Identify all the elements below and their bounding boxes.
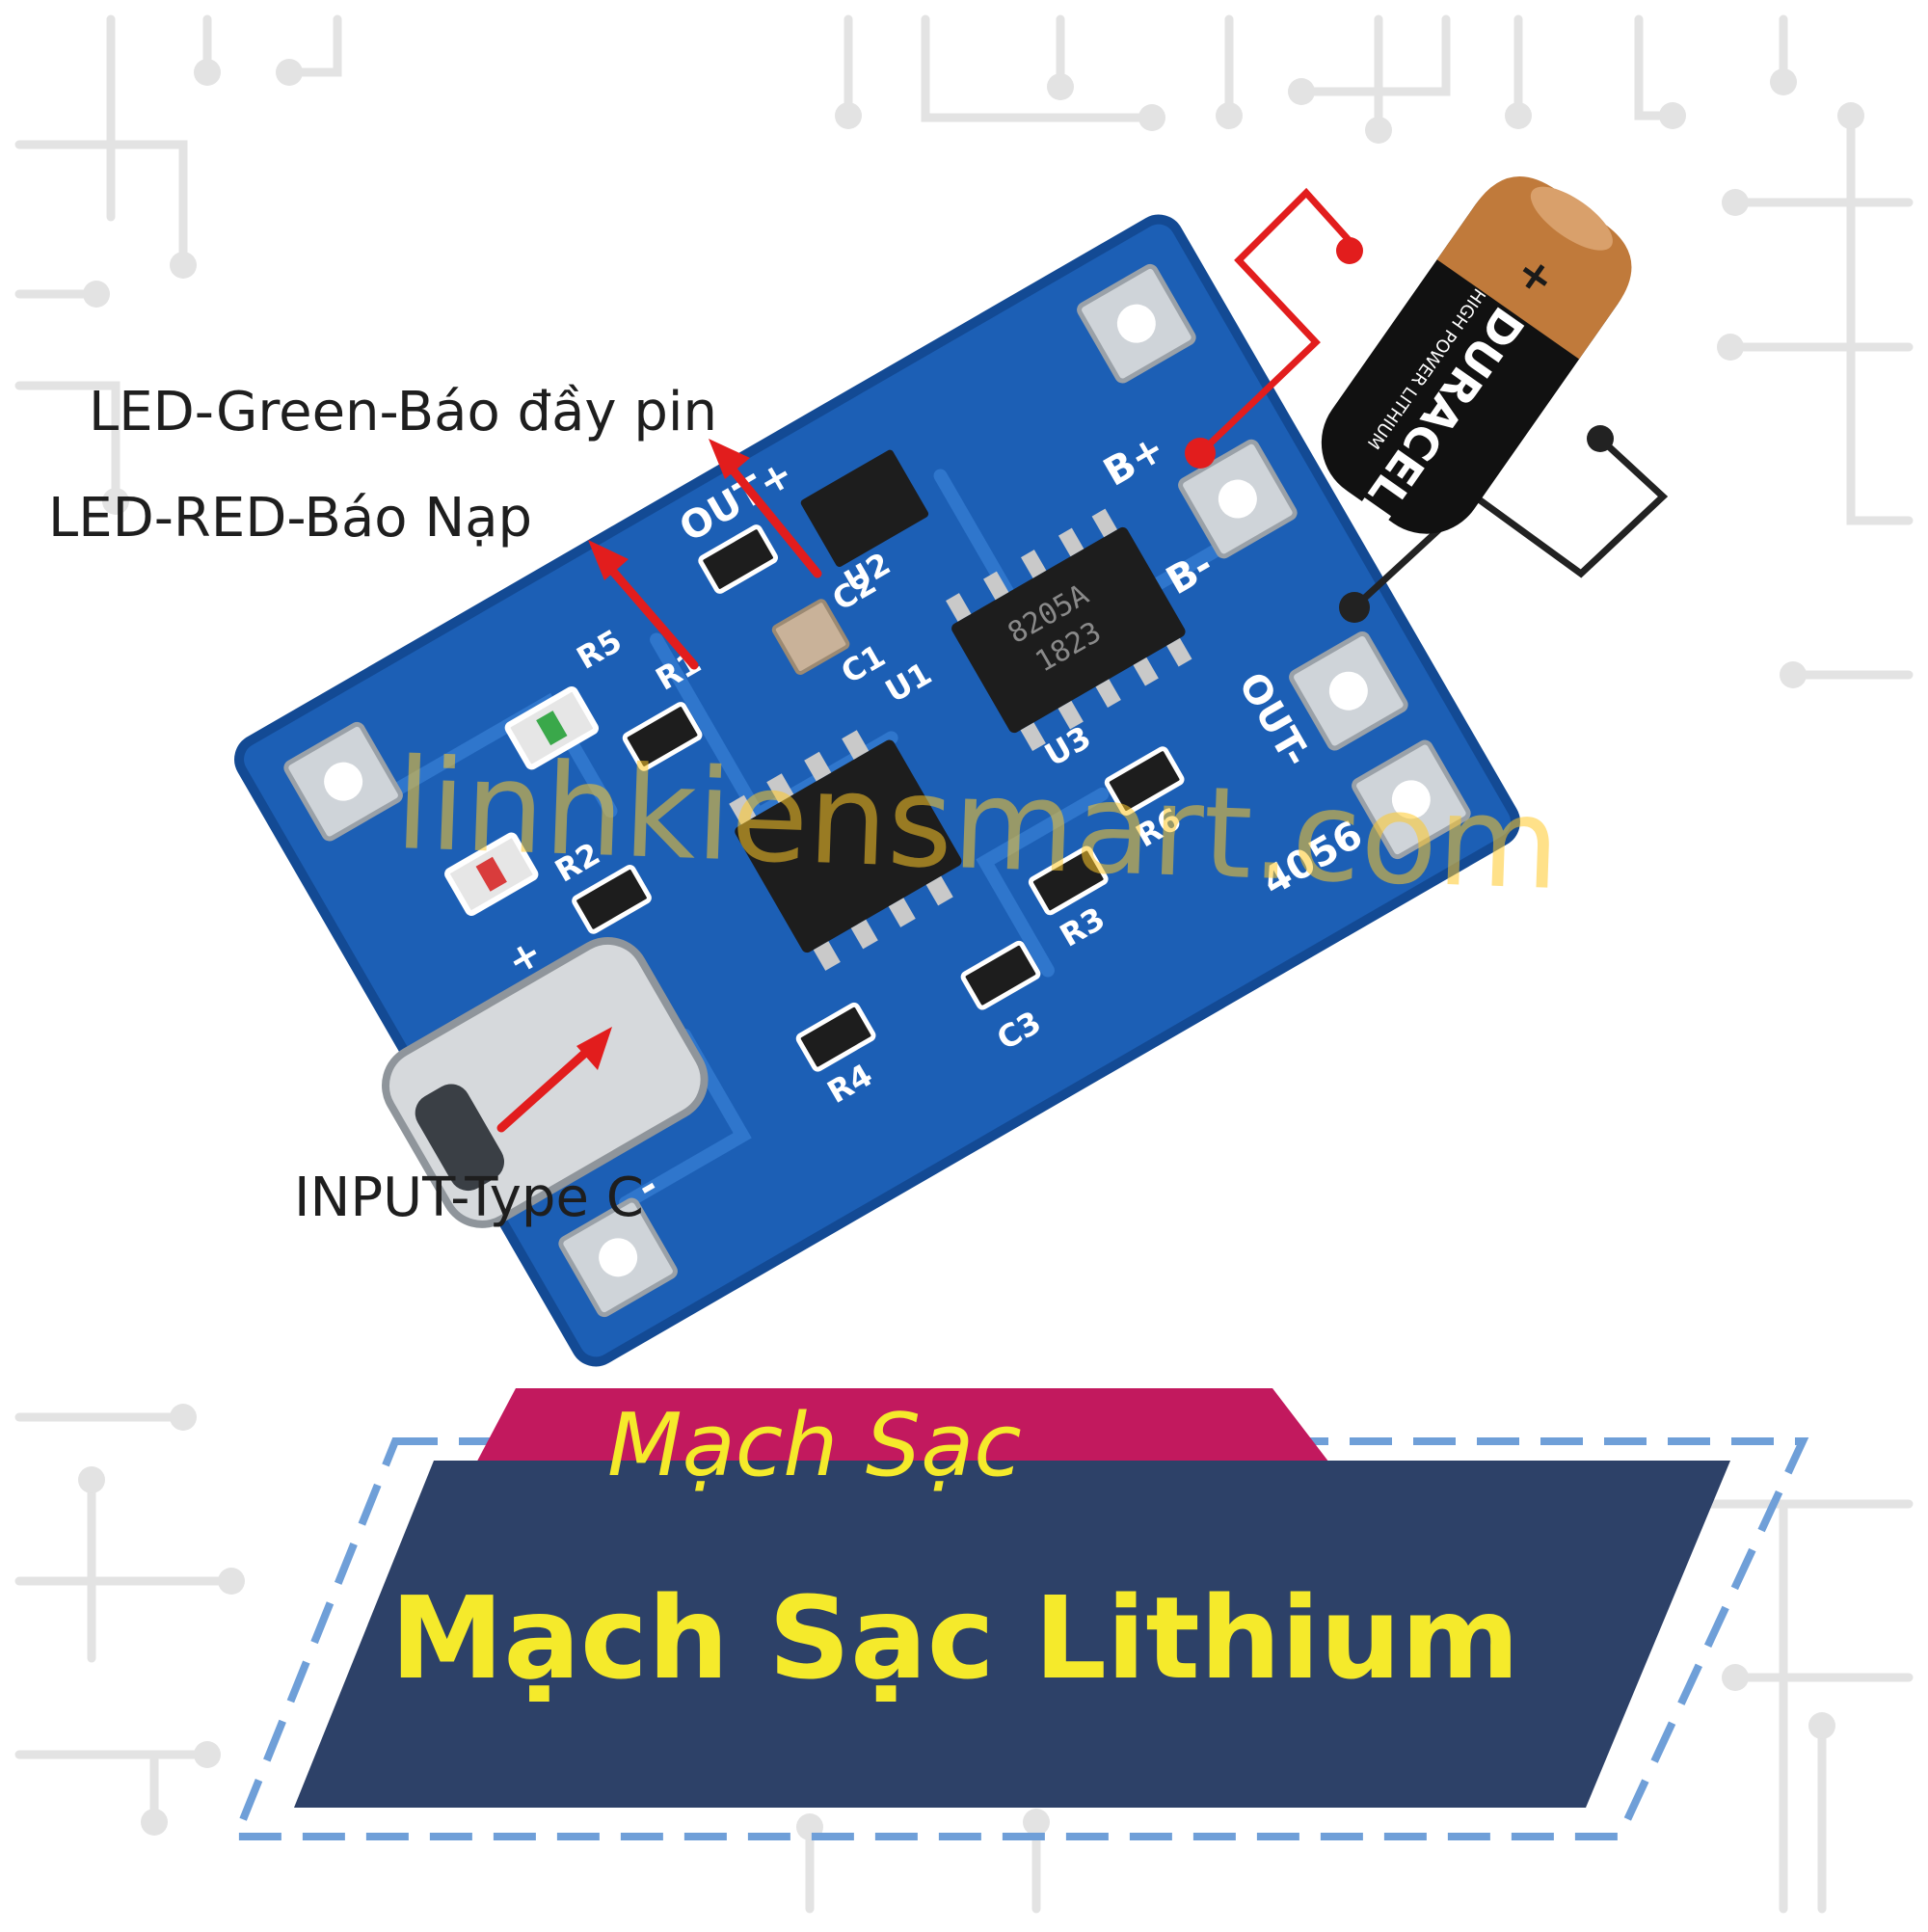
protection-ic-pins <box>946 508 1192 751</box>
watermark: linhkiensmart.com <box>392 730 1563 919</box>
negative-terminal-dot <box>1339 592 1370 623</box>
led-green-die <box>536 711 568 746</box>
battery-negative-dot <box>1587 425 1614 452</box>
arrow-led-green <box>718 453 822 578</box>
banner-subtitle: Mạch Sạc <box>607 1395 1022 1496</box>
battery-wires <box>1197 187 1669 610</box>
battery: + DURACELL HIGH POWER LITHIUM <box>1321 176 1632 541</box>
banner-navy-panel <box>294 1461 1730 1808</box>
small-ic <box>800 449 929 568</box>
arrow-input <box>496 1041 598 1133</box>
charger-ic <box>735 739 962 953</box>
battery-top <box>1530 186 1613 251</box>
banner-magenta-tab <box>472 1388 1335 1470</box>
pad-holes <box>324 304 1431 1277</box>
arrowhead-input <box>576 1027 612 1070</box>
wire-negative <box>1352 436 1669 610</box>
battery-positive-dot <box>1336 237 1363 264</box>
banner-title: Mạch Sạc Lithium <box>390 1571 1520 1704</box>
capacitor <box>771 599 850 675</box>
callout-arrows <box>496 439 822 1133</box>
protection-ic <box>951 526 1186 734</box>
callout-input: INPUT-Type C <box>294 1167 644 1229</box>
positive-terminal-dot <box>1185 438 1216 469</box>
circuit-pattern-dots <box>78 59 1864 1840</box>
callout-led-red: LED-RED-Báo Nạp <box>48 487 533 550</box>
led-red-die <box>475 856 507 892</box>
arrow-led-red <box>598 554 699 670</box>
smd-resistors <box>572 524 1185 1072</box>
arrowhead-led-red <box>588 540 629 580</box>
arrowhead-led-green <box>709 439 750 479</box>
wire-positive <box>1197 187 1352 456</box>
charger-ic-pins <box>729 730 953 971</box>
callout-led-green: LED-Green-Báo đầy pin <box>89 381 717 443</box>
usb-c-opening <box>415 1084 505 1192</box>
banner <box>230 1388 1809 1840</box>
